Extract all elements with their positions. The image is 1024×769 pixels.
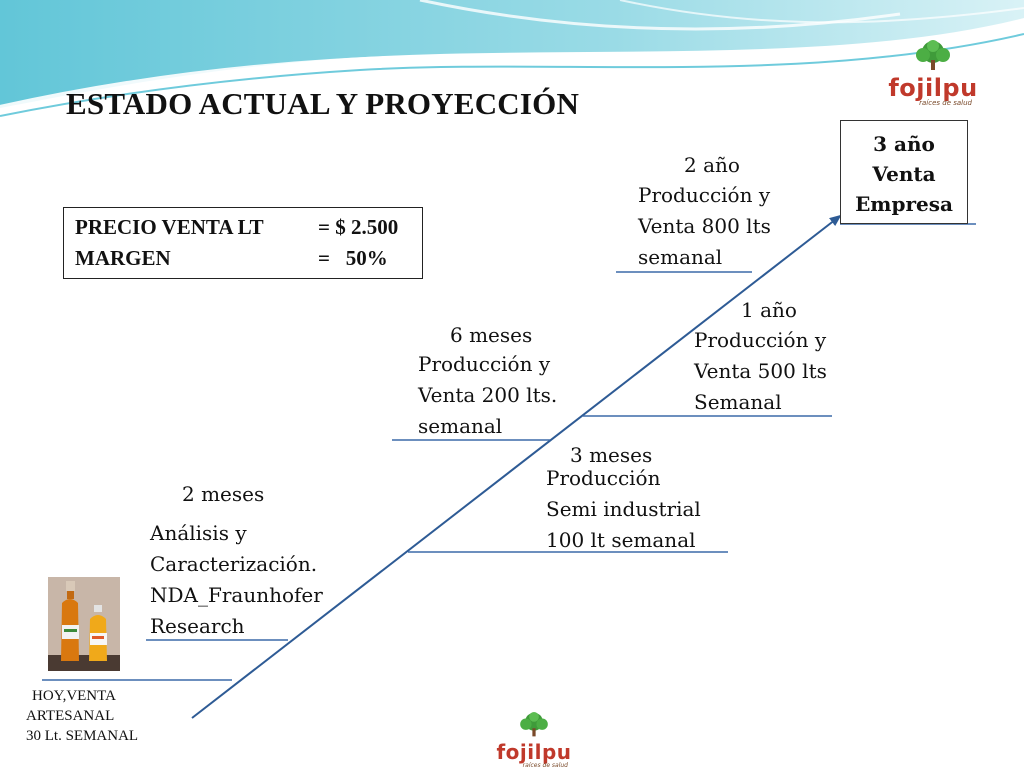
milestone-2-ano: Producción y Venta 800 lts semanal [638,180,771,273]
milestone-line: Research [150,614,245,638]
milestone-3-ano-box: 3 año Venta Empresa [840,120,968,224]
milestone-line: Venta [872,162,936,186]
milestone-line: semanal [638,245,723,269]
start-label-line: HOY,VENTA [32,688,116,704]
page-title: ESTADO ACTUAL Y PROYECCIÓN [66,86,580,121]
milestone-line: Venta 500 lts [694,359,827,383]
start-label: HOY,VENTA ARTESANAL 30 Lt. SEMANAL [26,686,138,746]
logo-tagline: raíces de salud [919,99,972,107]
milestone-line: Venta 800 lts [638,214,771,238]
milestone-6-meses: Producción y Venta 200 lts. semanal [418,349,557,442]
milestone-line: Producción [546,466,661,490]
milestone-line: 3 año [873,132,935,156]
start-label-line: ARTESANAL [26,708,115,724]
milestone-1-ano: Producción y Venta 500 lts Semanal [694,325,827,418]
milestone-3-meses-head: 3 meses [570,443,653,467]
milestone-line: Semi industrial [546,497,701,521]
tree-icon [520,712,548,737]
logo-tagline: raíces de salud [522,762,568,769]
milestone-line: Producción y [418,352,551,376]
milestone-6-meses-head: 6 meses [450,323,533,347]
milestone-2-meses-head: 2 meses [182,482,265,506]
milestone-line: Empresa [855,192,953,216]
tree-icon [916,40,950,70]
price-row: PRECIO VENTA LT = $ 2.500 [75,215,398,240]
company-logo-top: fojilpu raíces de salud [888,40,978,107]
company-logo-bottom: fojilpu raíces de salud [496,712,572,769]
timeline-arrow [191,214,842,719]
milestone-line: semanal [418,414,503,438]
milestone-line: Venta 200 lts. [418,383,558,407]
margin-value: = 50% [318,246,388,270]
logo-wordmark: fojilpu [888,74,978,102]
milestone-line: Caracterización. [150,552,318,576]
milestone-line: Producción y [694,328,827,352]
milestone-line: NDA_Fraunhofer [150,583,323,607]
milestone-line: 100 lt semanal [546,528,696,552]
milestone-3-meses: Producción Semi industrial 100 lt semana… [546,463,701,556]
margin-row: MARGEN = 50% [75,246,388,271]
bottles-image [48,577,120,671]
milestone-line: Producción y [638,183,771,207]
price-value: = $ 2.500 [318,215,399,239]
logo-wordmark: fojilpu [496,740,572,764]
milestone-line: Semanal [694,390,782,414]
milestone-2-meses: Análisis y Caracterización. NDA_Fraunhof… [150,518,323,642]
milestone-2-ano-head: 2 año [684,153,740,177]
margin-label: MARGEN [75,246,171,270]
milestone-1-ano-head: 1 año [741,298,797,322]
product-bottles-photo [48,577,120,671]
start-label-line: 30 Lt. SEMANAL [26,728,139,744]
price-label: PRECIO VENTA LT [75,215,264,239]
header-wave-decoration [0,0,1024,117]
milestone-line: Análisis y [150,521,247,545]
price-margin-box: PRECIO VENTA LT = $ 2.500 MARGEN = 50% [63,207,423,279]
